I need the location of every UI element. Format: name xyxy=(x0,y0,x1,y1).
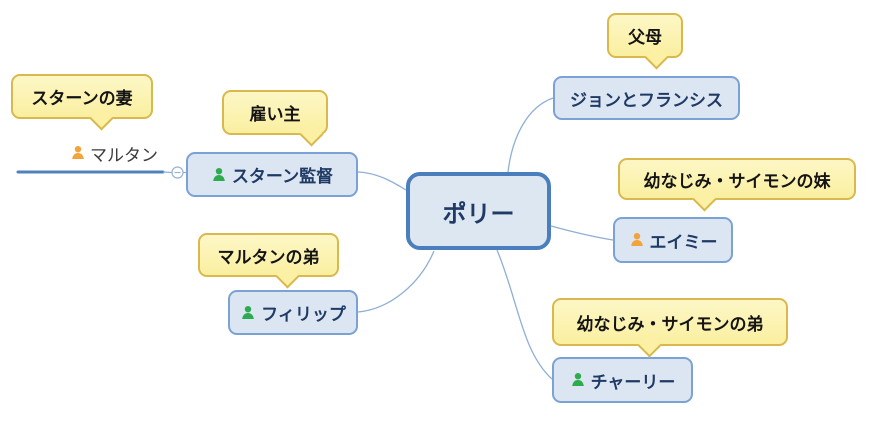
callout-charlie-note-label: 幼なじみ・サイモンの弟 xyxy=(576,314,764,334)
topic-polly[interactable]: ポリー xyxy=(406,172,551,250)
topic-martan-label: マルタン xyxy=(90,145,158,165)
callout-tail xyxy=(637,332,662,358)
edge-philip-polly xyxy=(357,250,435,313)
topic-philip[interactable]: フィリップ xyxy=(228,290,358,335)
callout-parents-label: 父母 xyxy=(628,28,662,47)
callout-charlie-note[interactable]: 幼なじみ・サイモンの弟 xyxy=(552,298,788,358)
person-icon xyxy=(630,233,643,246)
person-icon xyxy=(242,305,254,319)
callout-tail xyxy=(275,263,300,289)
callout-employer-label: 雇い主 xyxy=(249,105,301,124)
topic-stern-label: スターン監督 xyxy=(231,167,334,186)
topic-amy-label: エイミー xyxy=(649,232,718,252)
topic-stern[interactable]: スターン監督 xyxy=(186,152,358,197)
callout-parents[interactable]: 父母 xyxy=(607,13,683,70)
edge-polly-johnfrancis xyxy=(507,97,554,173)
topic-amy[interactable]: エイミー xyxy=(613,217,733,263)
person-icon xyxy=(213,167,225,181)
callout-martan-brother[interactable]: マルタンの弟 xyxy=(198,233,339,289)
callout-amy-note-label: 幼なじみ・サイモンの妹 xyxy=(643,171,831,191)
edge-stern-polly xyxy=(357,171,407,191)
topic-martan[interactable]: マルタン xyxy=(70,141,158,165)
callout-employer[interactable]: 雇い主 xyxy=(222,90,328,147)
edge-polly-charlie xyxy=(496,249,553,380)
callout-tail xyxy=(89,105,114,131)
collapse-handle-icon[interactable] xyxy=(170,165,185,180)
topic-john-francis-label: ジョンとフランシス xyxy=(570,90,723,110)
callout-martan-brother-label: マルタンの弟 xyxy=(217,247,320,267)
callout-stern-wife[interactable]: スターンの妻 xyxy=(11,74,153,131)
person-icon xyxy=(571,373,584,386)
callout-tail xyxy=(644,44,669,70)
topic-charlie[interactable]: チャーリー xyxy=(552,357,693,403)
person-icon xyxy=(72,146,84,159)
topic-john-francis[interactable]: ジョンとフランシス xyxy=(553,76,740,120)
edge-polly-amy xyxy=(550,225,614,241)
topic-polly-label: ポリー xyxy=(442,200,515,228)
callout-tail xyxy=(299,121,324,147)
topic-philip-label: フィリップ xyxy=(261,305,346,324)
callout-stern-wife-label: スターンの妻 xyxy=(31,89,133,108)
topic-charlie-label: チャーリー xyxy=(590,372,676,392)
callout-amy-note[interactable]: 幼なじみ・サイモンの妹 xyxy=(618,158,856,212)
